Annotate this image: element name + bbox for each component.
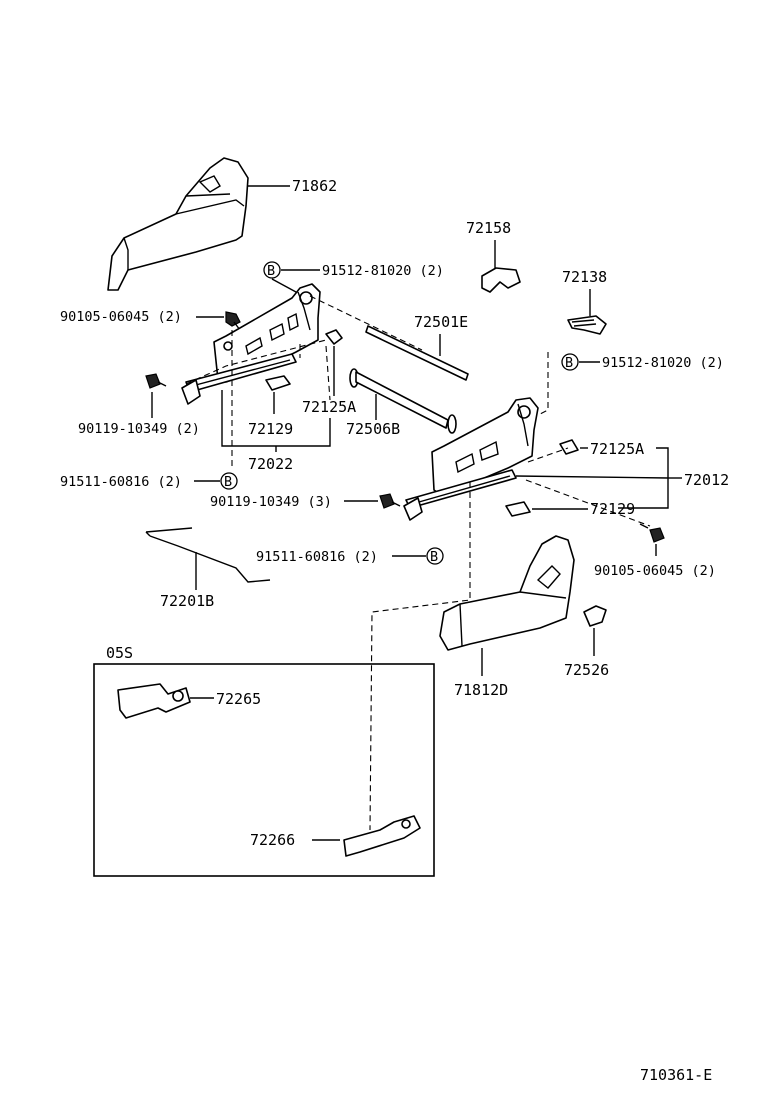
label-90119-10349-right: 90119-10349 (3) — [210, 494, 332, 510]
spring-72138-part — [567, 315, 607, 335]
b-marker-letter: B — [430, 549, 438, 565]
clip-72158-part — [481, 267, 521, 293]
label-72012: 72012 — [684, 471, 729, 489]
right-seat-track-part — [403, 397, 539, 521]
reference-lines — [185, 295, 651, 831]
diagram-id: 710361-E — [640, 1066, 712, 1084]
bolt-90119-right-part — [379, 493, 401, 509]
label-90105-06045-right: 90105-06045 (2) — [594, 563, 716, 579]
b-marker-letter: B — [224, 474, 232, 490]
b-marker-letter: B — [565, 355, 573, 371]
label-72265: 72265 — [216, 690, 261, 708]
bolt-90105-left-part — [225, 311, 241, 331]
clip-72125a-right-part — [559, 439, 579, 455]
wire-72201b-part — [145, 527, 271, 583]
label-90119-10349-left: 90119-10349 (2) — [78, 421, 200, 437]
bolt-90119-left-part — [145, 373, 167, 389]
label-72129-right: 72129 — [590, 500, 635, 518]
shaft-72506b-part — [349, 368, 457, 434]
label-71862: 71862 — [292, 177, 337, 195]
label-71812d: 71812D — [454, 681, 508, 699]
label-72506b: 72506B — [346, 420, 400, 438]
label-72125a-right: 72125A — [590, 440, 644, 458]
label-91511-60816-right: 91511-60816 (2) — [256, 549, 378, 565]
label-72125a-left: 72125A — [302, 398, 356, 416]
label-72526: 72526 — [564, 661, 609, 679]
left-seat-track-part — [181, 283, 321, 405]
label-91512-81020-right: 91512-81020 (2) — [602, 355, 724, 371]
clip-72129-left-part — [265, 375, 291, 391]
clip-72125a-left-part — [325, 329, 343, 345]
label-90105-06045-left: 90105-06045 (2) — [60, 309, 182, 325]
box-title-05s: 05S — [106, 644, 133, 662]
cap-72526-part — [583, 605, 607, 627]
rod-72501e-part — [365, 325, 469, 381]
label-72158: 72158 — [466, 219, 511, 237]
label-72129-left: 72129 — [248, 420, 293, 438]
label-72501e: 72501E — [414, 313, 468, 331]
label-72266: 72266 — [250, 831, 295, 849]
label-91512-81020-left: 91512-81020 (2) — [322, 263, 444, 279]
label-72022: 72022 — [248, 455, 293, 473]
label-72138: 72138 — [562, 268, 607, 286]
bracket-72265-part — [117, 683, 191, 719]
b-marker-circle — [220, 472, 238, 490]
bracket-72266-part — [343, 815, 421, 857]
label-72201b: 72201B — [160, 592, 214, 610]
b-marker-letter: B — [267, 263, 275, 279]
seat-cover-71862-part — [107, 157, 249, 291]
side-cover-71812d-part — [439, 535, 575, 651]
clip-72129-right-part — [505, 501, 531, 517]
label-91511-60816-left: 91511-60816 (2) — [60, 474, 182, 490]
b-marker-circle — [263, 261, 281, 279]
b-marker-circle — [561, 353, 579, 371]
bolt-90105-right-part — [639, 523, 665, 543]
variant-box-05s — [93, 663, 435, 877]
b-marker-circle — [426, 547, 444, 565]
